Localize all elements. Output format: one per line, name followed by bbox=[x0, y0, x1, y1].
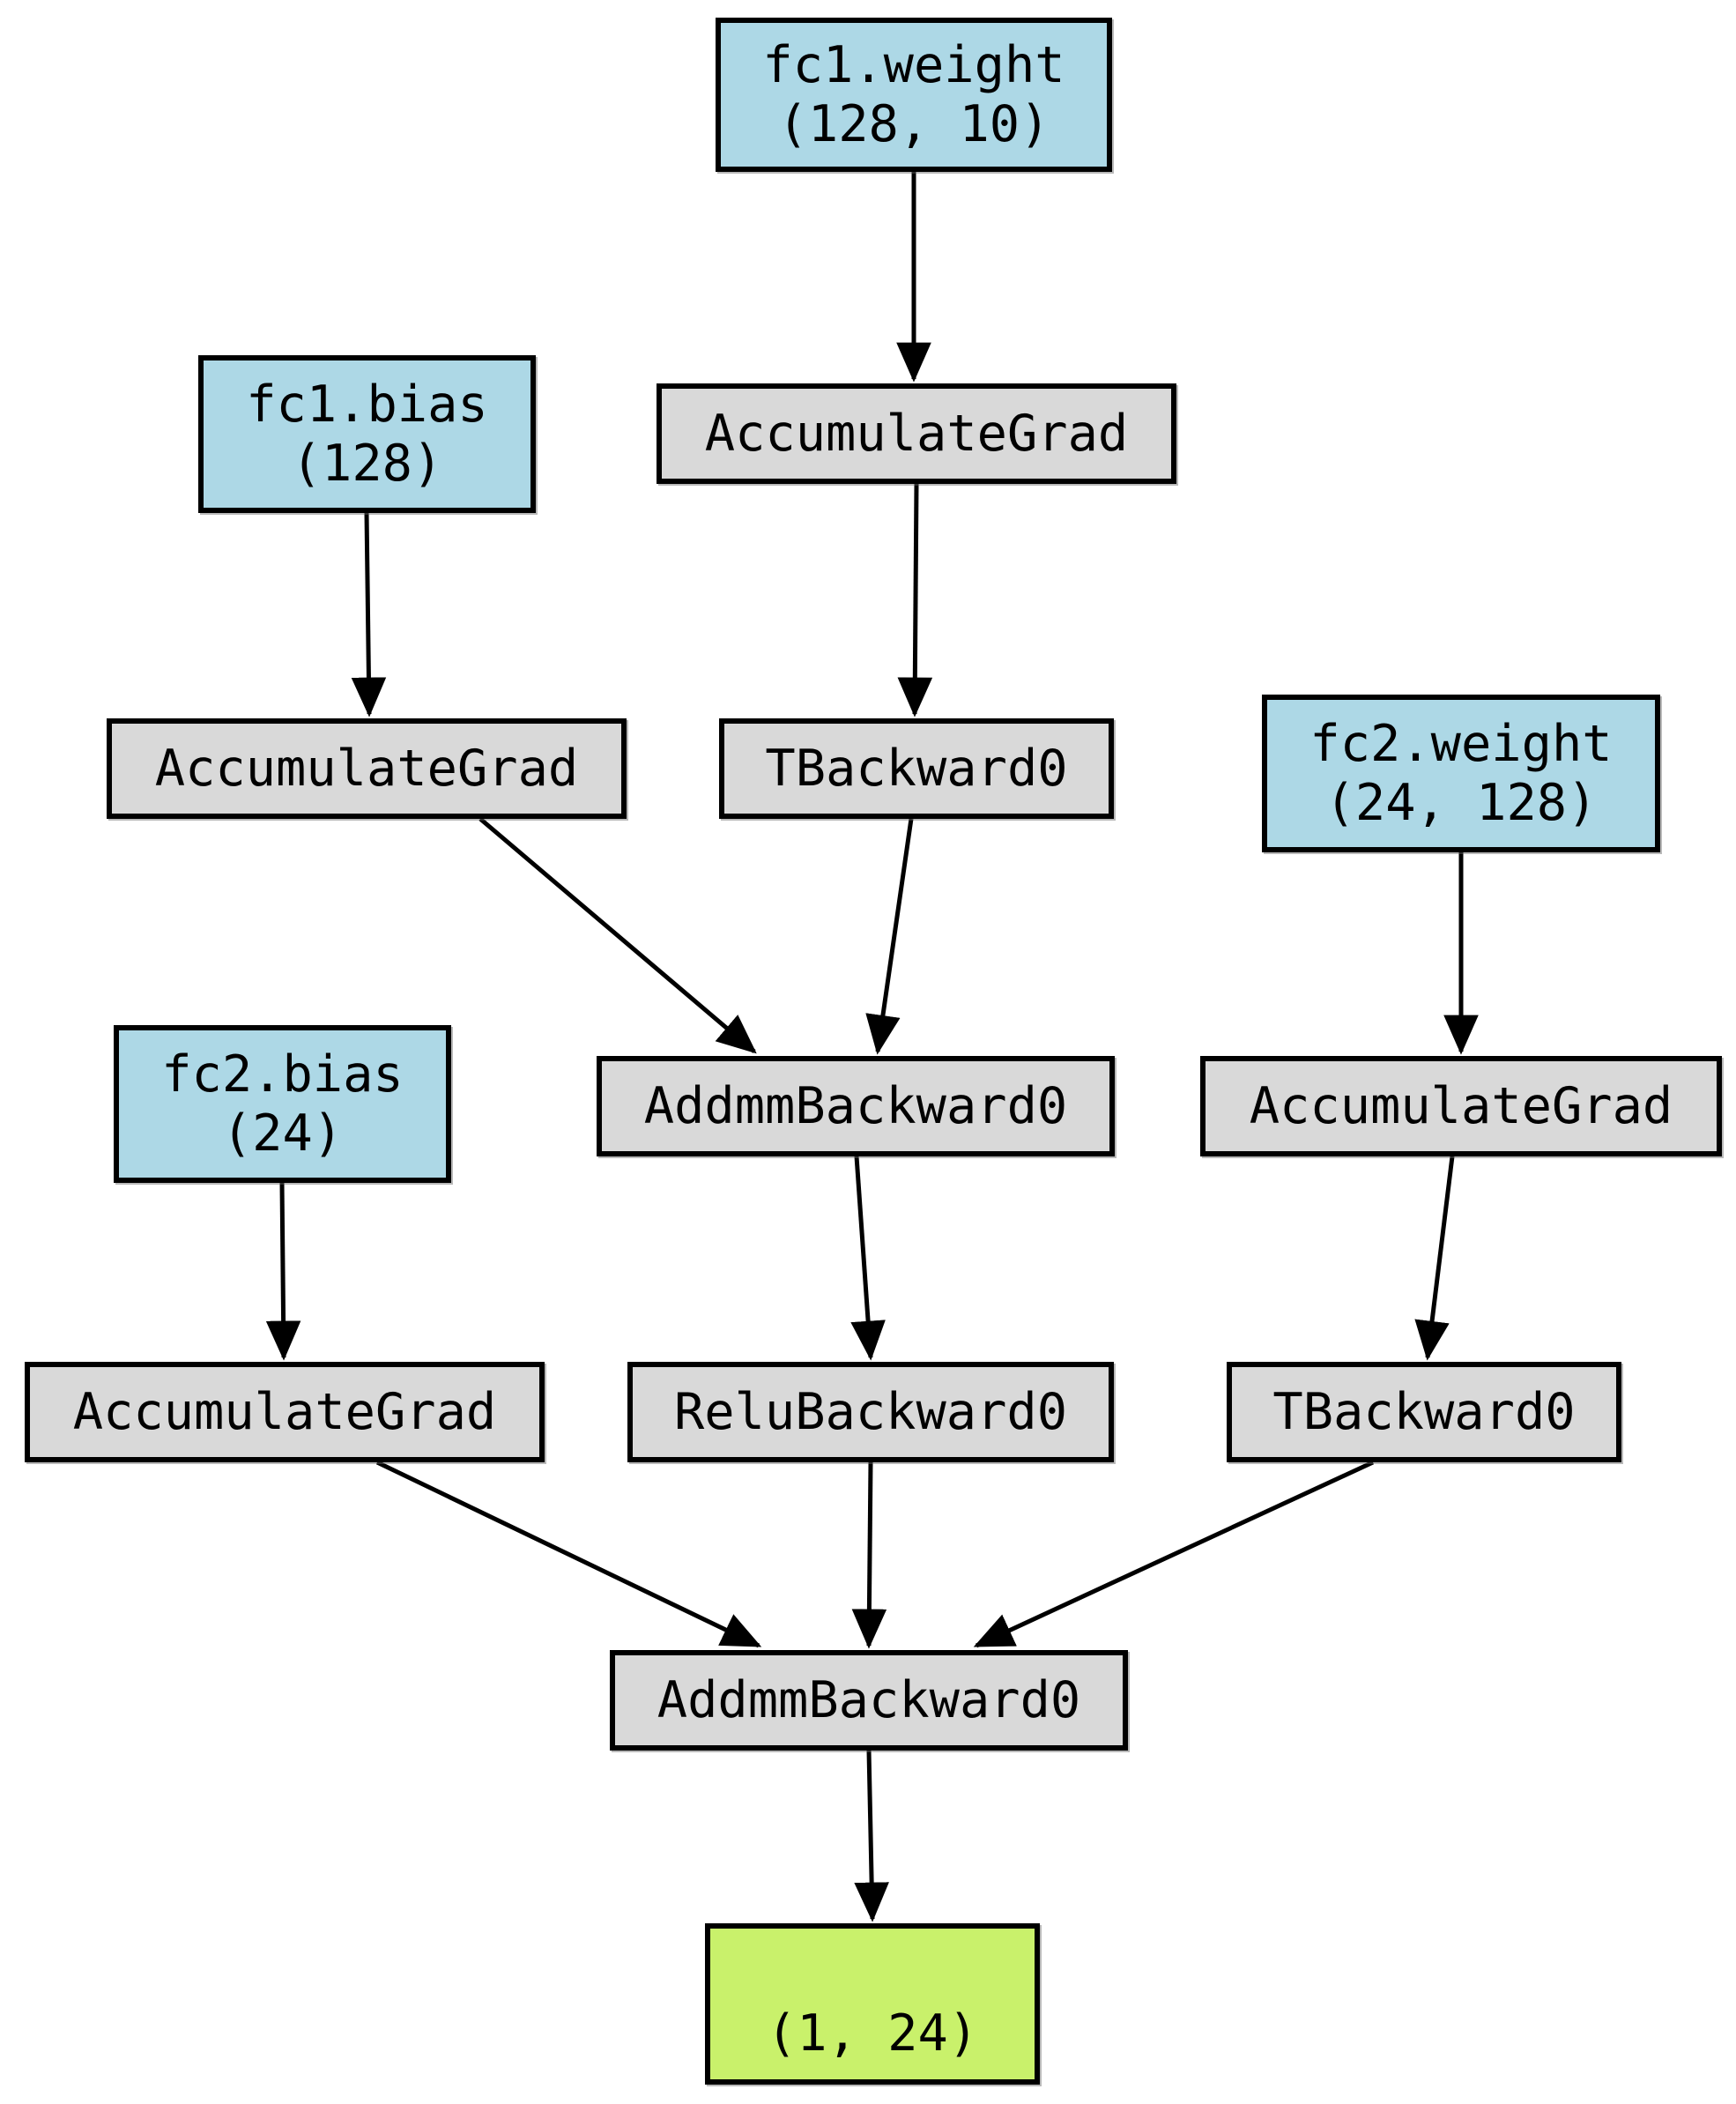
node-fc2-weight-name: fc2.weight bbox=[1309, 714, 1613, 773]
node-addmm-backward-2-label: AddmmBackward0 bbox=[657, 1670, 1081, 1729]
node-tbackward-fc1-weight: TBackward0 bbox=[719, 718, 1114, 819]
node-addmm-backward-1: AddmmBackward0 bbox=[597, 1056, 1115, 1156]
edge-accgrad-to-addmm2 bbox=[375, 1460, 762, 1648]
node-output-tensor: (1, 24) bbox=[705, 1923, 1040, 2085]
node-fc2-bias: fc2.bias (24) bbox=[114, 1025, 451, 1183]
node-accumulategrad-fc2-weight-label: AccumulateGrad bbox=[1249, 1076, 1673, 1135]
node-fc2-bias-shape: (24) bbox=[221, 1104, 344, 1163]
edge-fc1-bias-to-accgrad bbox=[351, 512, 387, 717]
node-accumulategrad-fc2-bias-label: AccumulateGrad bbox=[72, 1382, 497, 1441]
edge-relu-to-addmm2 bbox=[851, 1461, 887, 1649]
node-fc1-bias-shape: (128) bbox=[291, 434, 443, 493]
node-addmm-backward-1-label: AddmmBackward0 bbox=[643, 1076, 1068, 1135]
node-fc1-bias: fc1.bias (128) bbox=[198, 355, 536, 513]
node-addmm-backward-2: AddmmBackward0 bbox=[610, 1650, 1128, 1751]
edge-tbackward-to-addmm1 bbox=[865, 818, 914, 1055]
node-fc1-bias-name: fc1.bias bbox=[246, 375, 488, 434]
node-fc2-weight: fc2.weight (24, 128) bbox=[1262, 695, 1660, 852]
node-accumulategrad-fc1-weight-label: AccumulateGrad bbox=[704, 404, 1129, 463]
edge-fc2-bias-to-accgrad bbox=[265, 1182, 301, 1361]
edge-addmm2-to-output bbox=[854, 1750, 889, 1922]
node-accumulategrad-fc1-bias-label: AccumulateGrad bbox=[154, 739, 579, 798]
node-accumulategrad-fc2-bias: AccumulateGrad bbox=[25, 1362, 545, 1462]
edge-accgrad-to-tbackward bbox=[897, 483, 933, 717]
edge-tbackward2-to-addmm2 bbox=[973, 1460, 1375, 1648]
node-accumulategrad-fc2-weight: AccumulateGrad bbox=[1200, 1056, 1722, 1156]
node-tbackward-fc1-weight-label: TBackward0 bbox=[765, 739, 1068, 798]
node-fc2-bias-name: fc2.bias bbox=[161, 1045, 404, 1104]
node-relu-backward-label: ReluBackward0 bbox=[673, 1382, 1068, 1441]
node-accumulategrad-fc1-bias: AccumulateGrad bbox=[107, 718, 627, 819]
edge-addmm1-to-relu bbox=[850, 1156, 886, 1361]
edge-accgrad-to-tbackward2 bbox=[1414, 1156, 1455, 1361]
node-accumulategrad-fc1-weight: AccumulateGrad bbox=[657, 383, 1176, 484]
edge-accgrad-to-addmm1 bbox=[479, 817, 757, 1054]
node-fc1-weight-name: fc1.weight bbox=[762, 35, 1065, 94]
node-tbackward-fc2-weight: TBackward0 bbox=[1227, 1362, 1621, 1462]
node-fc1-weight: fc1.weight (128, 10) bbox=[716, 18, 1112, 172]
node-fc2-weight-shape: (24, 128) bbox=[1324, 773, 1598, 832]
node-relu-backward: ReluBackward0 bbox=[627, 1362, 1114, 1462]
node-output-tensor-label: (1, 24) bbox=[766, 2004, 979, 2063]
node-tbackward-fc2-weight-label: TBackward0 bbox=[1272, 1382, 1576, 1441]
node-fc1-weight-shape: (128, 10) bbox=[777, 94, 1050, 153]
